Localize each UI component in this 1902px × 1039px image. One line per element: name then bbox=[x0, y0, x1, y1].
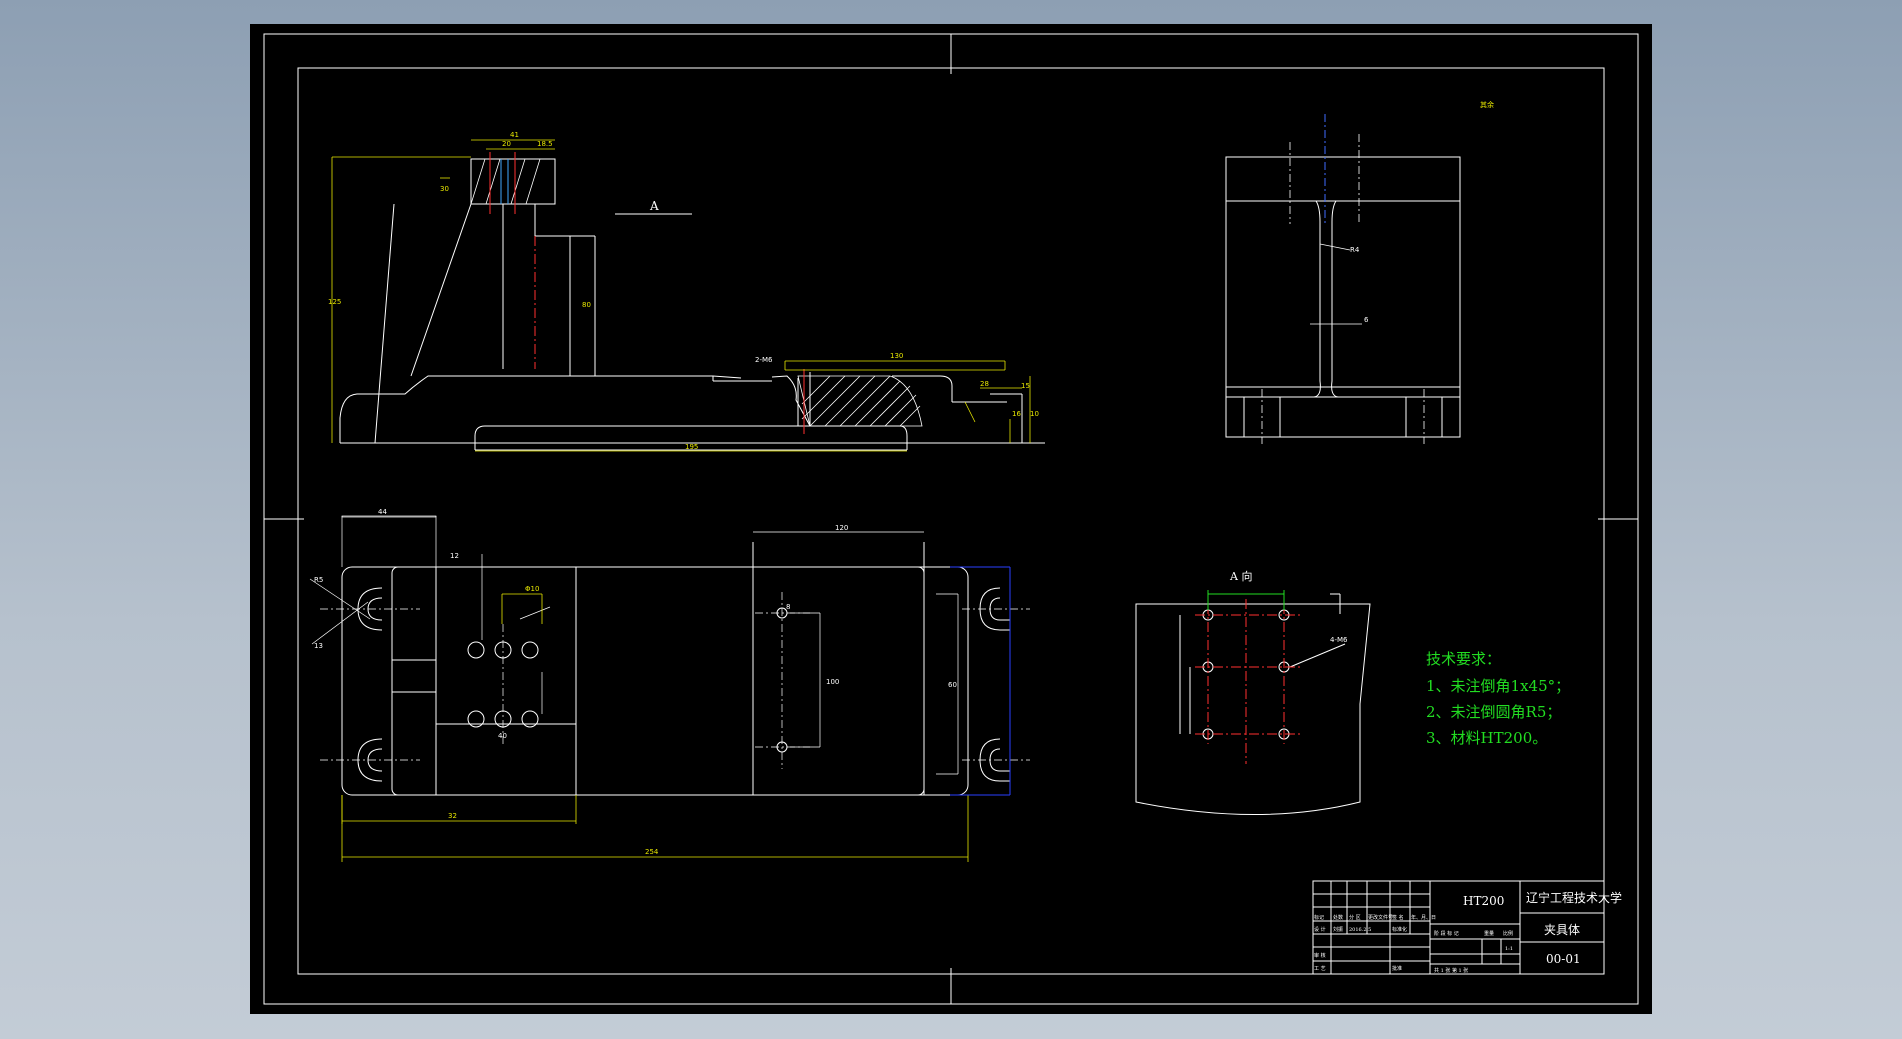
dim-28: 28 bbox=[980, 380, 989, 388]
dim-8: 8 bbox=[786, 603, 790, 611]
top-view bbox=[341, 542, 1010, 796]
centerlines bbox=[489, 152, 805, 434]
tech-requirements: 技术要求： 1、未注倒角1x45°； 2、未注倒圆角R5； 3、材料HT200。 bbox=[1426, 650, 1570, 747]
dim-r4: R4 bbox=[1350, 246, 1360, 254]
dim-r5: R5 bbox=[314, 576, 323, 584]
tech-item-3: 3、材料HT200。 bbox=[1426, 729, 1547, 747]
dim-16: 16 bbox=[1012, 410, 1021, 418]
dim-60: 60 bbox=[948, 681, 957, 689]
dim-6: 6 bbox=[1364, 316, 1369, 324]
approve-label: 批准 bbox=[1392, 965, 1402, 972]
front-view bbox=[339, 158, 1045, 451]
drawing-sheet: A 41 20 18.5 30 125 80 195 130 28 16 15 … bbox=[250, 24, 1652, 1014]
dim-254: 254 bbox=[645, 848, 659, 856]
dim-20: 20 bbox=[502, 140, 511, 148]
a-view-red bbox=[1195, 599, 1300, 764]
top-dims bbox=[309, 515, 959, 775]
dim-100: 100 bbox=[826, 678, 839, 686]
view-a-label: A 向 bbox=[1229, 569, 1252, 583]
process-label: 工 艺 bbox=[1314, 966, 1326, 972]
drawing-number: 00-01 bbox=[1546, 952, 1581, 966]
cad-drawing: A 41 20 18.5 30 125 80 195 130 28 16 15 … bbox=[263, 33, 1639, 1005]
review-label: 审 核 bbox=[1314, 952, 1326, 959]
section-boss bbox=[470, 158, 541, 205]
section-label: A bbox=[649, 199, 659, 213]
roughness-label: 其余 bbox=[1480, 100, 1494, 109]
dim-4m6: 4-M6 bbox=[1330, 636, 1348, 644]
hdr-count: 处数 bbox=[1333, 914, 1343, 921]
material-label: HT200 bbox=[1463, 894, 1504, 908]
designer-name: 刘振 bbox=[1333, 926, 1343, 933]
dim-10: 10 bbox=[1030, 410, 1039, 418]
frames bbox=[263, 33, 1639, 1005]
dim-15: 15 bbox=[1021, 382, 1030, 390]
stage-label: 阶 段 标 记 bbox=[1434, 930, 1459, 937]
dim-130: 130 bbox=[890, 352, 903, 360]
dim-41: 41 bbox=[510, 131, 519, 139]
hidden-lines bbox=[500, 159, 509, 204]
weight-label: 重量 bbox=[1484, 930, 1494, 937]
tech-item-2: 2、未注倒圆角R5； bbox=[1426, 703, 1561, 721]
section-hatch bbox=[797, 375, 923, 427]
tech-title: 技术要求： bbox=[1426, 650, 1501, 668]
dim-30: 30 bbox=[440, 185, 449, 193]
dim-44: 44 bbox=[378, 508, 387, 516]
dim-18: 18.5 bbox=[537, 140, 553, 148]
hdr-date: 年、月、日 bbox=[1411, 914, 1436, 921]
tech-item-1: 1、未注倒角1x45°； bbox=[1426, 677, 1570, 695]
sheet-label: 共 1 张 第 1 张 bbox=[1434, 967, 1468, 974]
dim-120: 120 bbox=[835, 524, 848, 532]
designer-label: 设 计 bbox=[1314, 926, 1326, 933]
school-name: 辽宁工程技术大学 bbox=[1526, 890, 1622, 905]
design-date: 2016.2.5 bbox=[1349, 927, 1371, 933]
dim-40: 40 bbox=[498, 732, 507, 740]
side-centerlines bbox=[1261, 134, 1425, 444]
side-view bbox=[1225, 156, 1461, 438]
hdr-zone: 分 区 bbox=[1349, 914, 1361, 921]
dim-m6: 2-M6 bbox=[755, 356, 773, 364]
hdr-sign: 签 名 bbox=[1392, 914, 1404, 921]
dim-13: 13 bbox=[314, 642, 323, 650]
hdr-doc: 更改文件号 bbox=[1368, 914, 1393, 921]
dim-12: 12 bbox=[450, 552, 459, 560]
hdr-mark: 标记 bbox=[1314, 914, 1324, 921]
scale-label: 比例 bbox=[1503, 930, 1513, 937]
dim-32: 32 bbox=[448, 812, 457, 820]
dims-front bbox=[331, 139, 1031, 452]
standard-label: 标准化 bbox=[1392, 926, 1407, 933]
part-name: 夹具体 bbox=[1544, 923, 1580, 937]
a-view bbox=[1135, 593, 1371, 815]
scale-value: 1:1 bbox=[1505, 946, 1513, 952]
title-block bbox=[1312, 880, 1605, 975]
dim-phi: Φ10 bbox=[525, 585, 539, 593]
dim-80: 80 bbox=[582, 301, 591, 309]
top-dims-blue bbox=[950, 566, 1011, 796]
top-centerlines bbox=[320, 592, 1030, 769]
dim-195: 195 bbox=[685, 443, 698, 451]
dim-125: 125 bbox=[328, 298, 341, 306]
top-dims-yellow bbox=[341, 593, 969, 862]
